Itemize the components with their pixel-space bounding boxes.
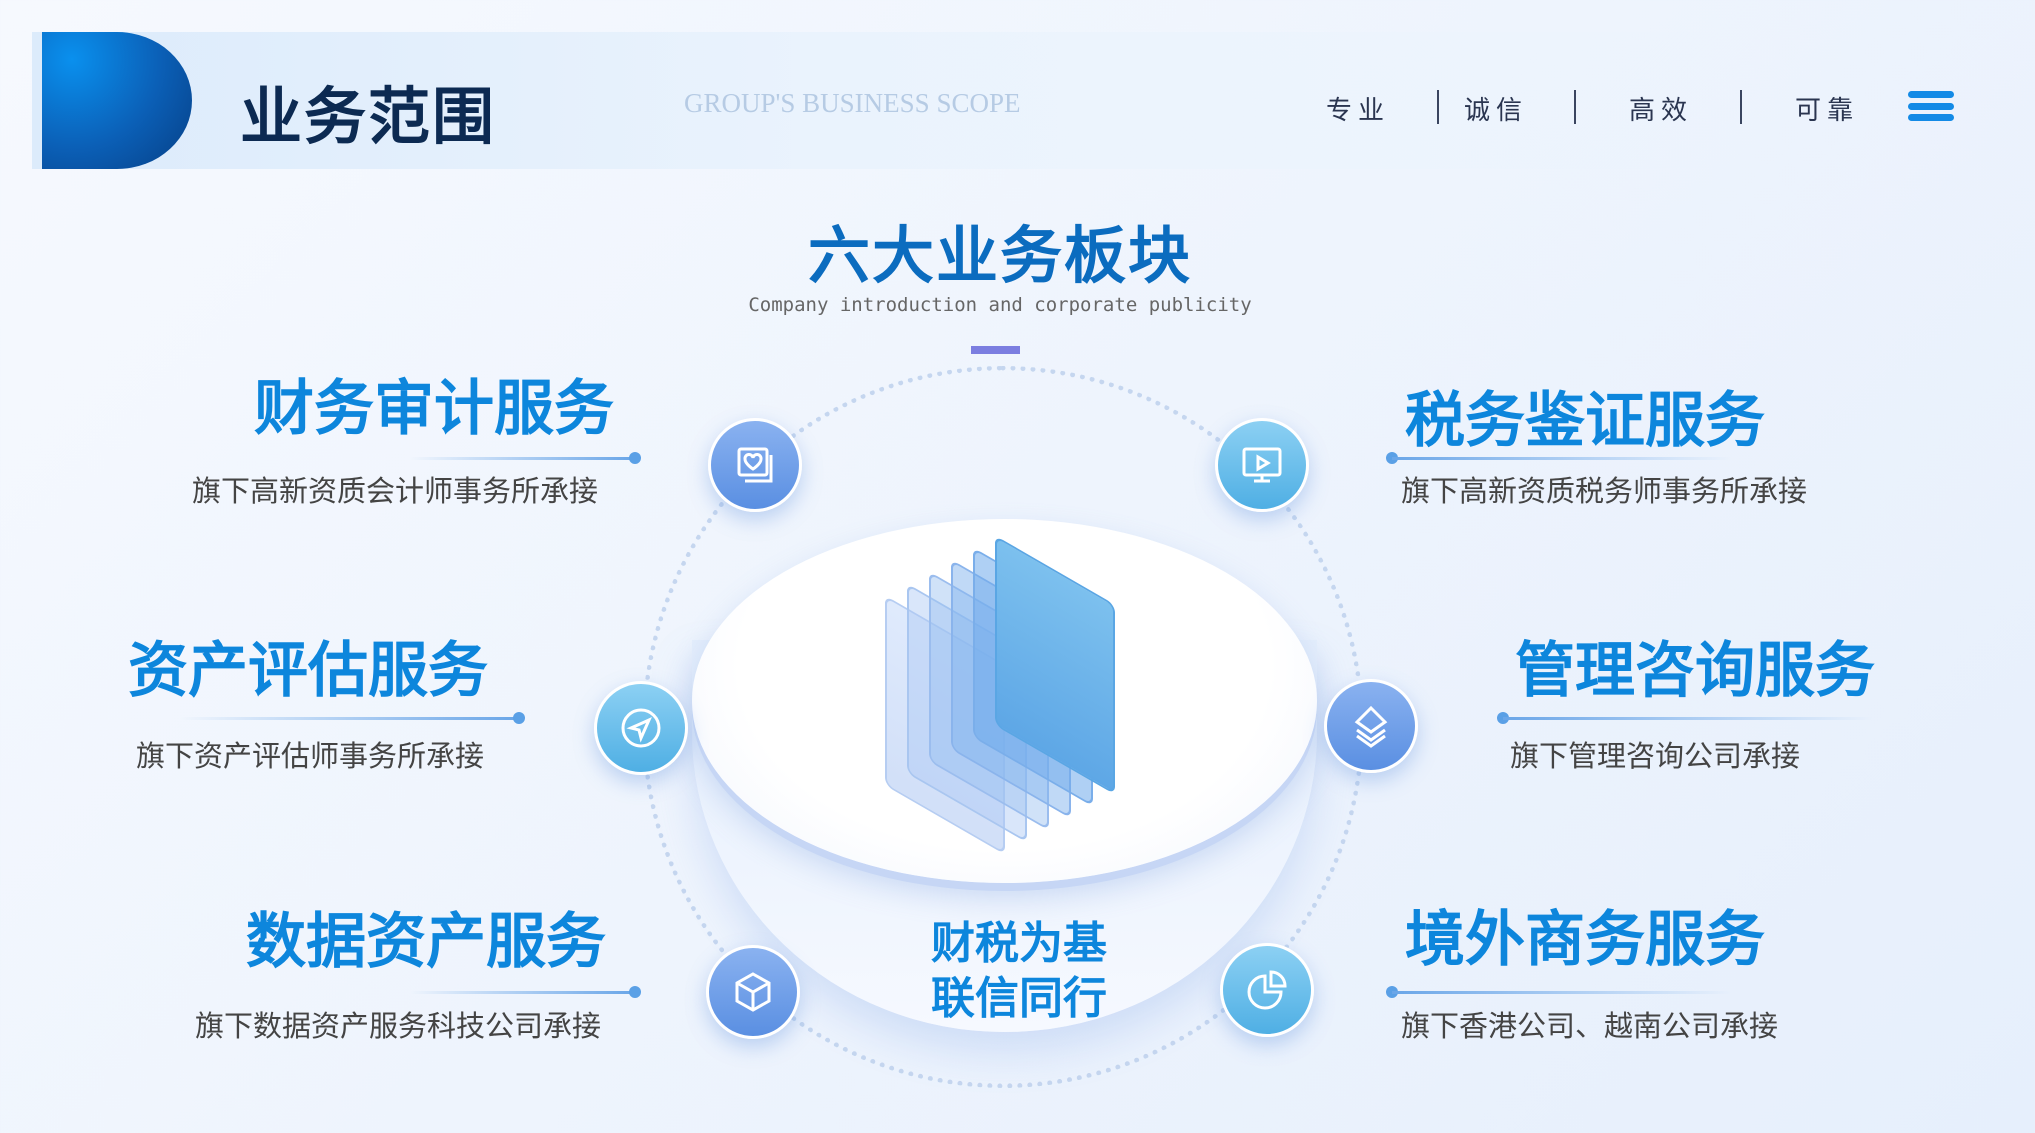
cube-icon[interactable] <box>706 945 800 1039</box>
divider-dot <box>513 712 525 724</box>
center-slogan-line2: 联信同行 <box>931 973 1107 1024</box>
page-subtitle: GROUP'S BUSINESS SCOPE <box>684 88 1021 118</box>
header-logo-shape <box>42 32 192 169</box>
nav-divider <box>1740 90 1742 124</box>
service-desc-valuation: 旗下资产评估师事务所承接 <box>136 739 485 773</box>
nav-divider <box>1574 90 1576 124</box>
title-accent-bar <box>971 346 1020 354</box>
monitor-play-icon[interactable] <box>1215 418 1309 512</box>
nav-item-professional[interactable]: 专业 <box>1326 96 1391 126</box>
photo-heart-icon[interactable] <box>708 418 802 512</box>
center-slogan-line1: 财税为基 <box>931 918 1107 969</box>
service-title-tax: 税务鉴证服务 <box>1405 386 1765 456</box>
service-title-valuation: 资产评估服务 <box>128 636 488 706</box>
service-desc-consulting: 旗下管理咨询公司承接 <box>1510 739 1801 773</box>
nav-item-integrity[interactable]: 诚信 <box>1464 96 1529 126</box>
service-desc-overseas: 旗下香港公司、越南公司承接 <box>1401 1009 1779 1043</box>
divider-line <box>1503 717 1873 720</box>
nav-item-efficient[interactable]: 高效 <box>1629 96 1694 126</box>
service-desc-tax: 旗下高新资质税务师事务所承接 <box>1401 474 1808 508</box>
divider-dot <box>629 986 641 998</box>
pie-chart-icon[interactable] <box>1220 943 1314 1037</box>
page-title: 业务范围 <box>240 80 497 153</box>
divider-line <box>1392 457 1732 460</box>
section-subtitle: Company introduction and corporate publi… <box>748 294 1252 316</box>
divider-line <box>410 991 632 994</box>
service-title-overseas: 境外商务服务 <box>1405 905 1765 975</box>
service-desc-audit: 旗下高新资质会计师事务所承接 <box>192 474 599 508</box>
service-title-data-assets: 数据资产服务 <box>246 907 606 977</box>
divider-line <box>410 457 632 460</box>
divider-line <box>180 717 517 720</box>
divider-line <box>1392 991 1732 994</box>
layers-icon[interactable] <box>1324 679 1418 773</box>
divider-dot <box>629 452 641 464</box>
nav-divider <box>1437 90 1439 124</box>
nav-item-reliable[interactable]: 可靠 <box>1795 96 1860 126</box>
service-title-consulting: 管理咨询服务 <box>1515 636 1875 706</box>
paper-plane-icon[interactable] <box>594 681 688 775</box>
section-title: 六大业务板块 <box>807 219 1192 292</box>
menu-icon[interactable] <box>1908 91 1954 121</box>
service-desc-data-assets: 旗下数据资产服务科技公司承接 <box>195 1009 602 1043</box>
header-bar <box>32 32 1782 169</box>
service-title-audit: 财务审计服务 <box>254 374 614 444</box>
